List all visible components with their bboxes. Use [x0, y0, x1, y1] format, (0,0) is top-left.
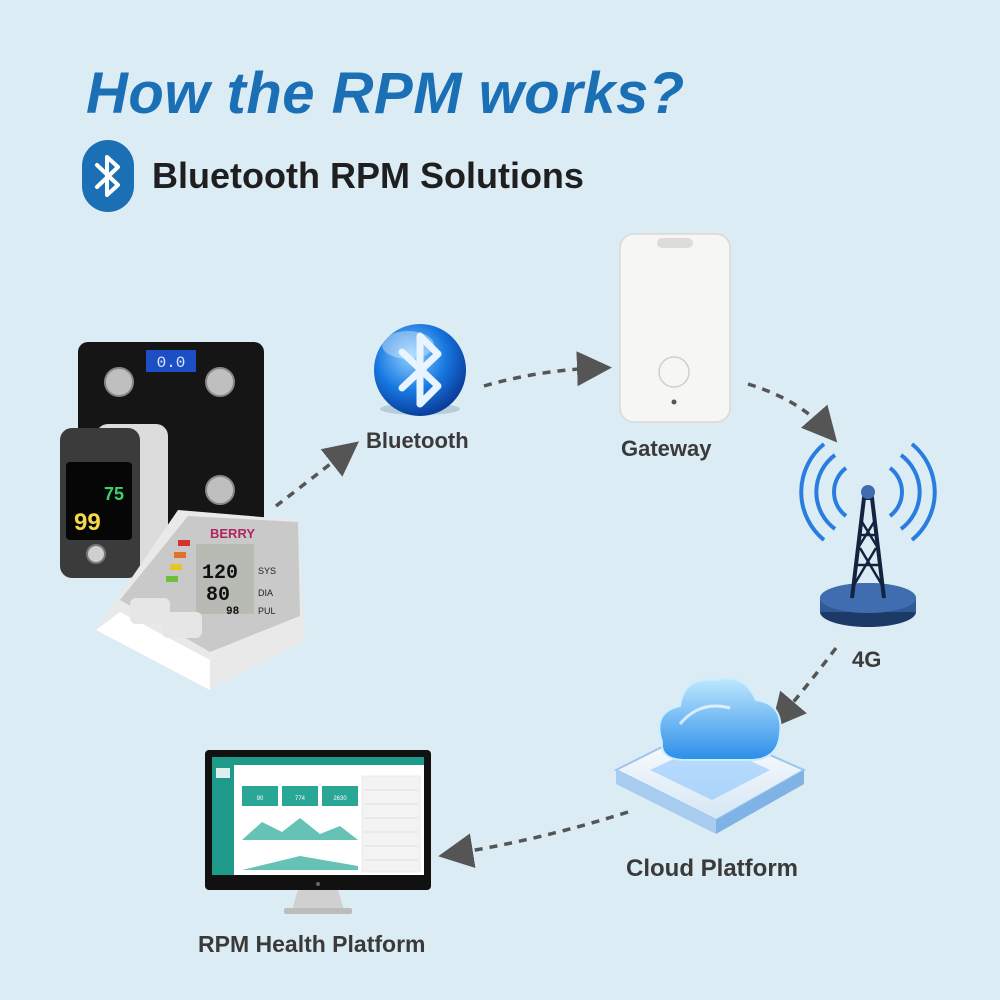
oximeter-pr: 75: [104, 484, 124, 504]
bp-sys-value: 120: [202, 562, 238, 585]
medical-devices-group: 0.0 99 75 BERRY 120 80 98 SYS DIA PUL: [60, 342, 305, 690]
pulse-oximeter-icon: 99 75: [60, 424, 168, 578]
dashboard-stat-2: 774: [295, 796, 306, 802]
blood-pressure-monitor-icon: BERRY 120 80 98 SYS DIA PUL: [96, 510, 305, 690]
gateway-device-icon: [619, 233, 731, 423]
cell-tower-icon: [799, 442, 937, 627]
dashboard-stat-1: 90: [257, 796, 264, 802]
bp-pul-label: PUL: [258, 606, 276, 616]
dashboard-stat-3: 2630: [333, 796, 347, 802]
bluetooth-label: Bluetooth: [366, 428, 469, 453]
cellular-label: 4G: [852, 647, 882, 672]
bp-pul-value: 98: [226, 606, 240, 618]
flow-arrows: [274, 351, 838, 868]
arrow-devices-to-bluetooth: [274, 441, 359, 508]
health-platform-label: RPM Health Platform: [198, 931, 426, 957]
bp-dia-value: 80: [206, 584, 230, 607]
bp-sys-label: SYS: [258, 566, 276, 576]
oximeter-spo2: 99: [74, 509, 101, 536]
arrow-bluetooth-to-gateway: [483, 351, 612, 388]
arrow-gateway-to-4g: [747, 382, 838, 443]
bluetooth-icon: [82, 140, 134, 212]
bp-brand: BERRY: [210, 526, 255, 541]
arrow-cloud-to-platform: [438, 810, 629, 868]
monitor-icon: 90 774 2630: [205, 750, 431, 914]
bp-dia-label: DIA: [258, 588, 273, 598]
subtitle-row: Bluetooth RPM Solutions: [82, 140, 584, 212]
page-title: How the RPM works?: [86, 61, 685, 126]
cloud-platform-label: Cloud Platform: [626, 855, 798, 882]
bluetooth-orb-icon: [374, 324, 466, 416]
gateway-label: Gateway: [621, 436, 712, 461]
scale-reading: 0.0: [157, 354, 186, 372]
cloud-platform-icon: [613, 677, 807, 834]
page-subtitle: Bluetooth RPM Solutions: [152, 155, 584, 196]
arrow-4g-to-cloud: [770, 646, 838, 729]
